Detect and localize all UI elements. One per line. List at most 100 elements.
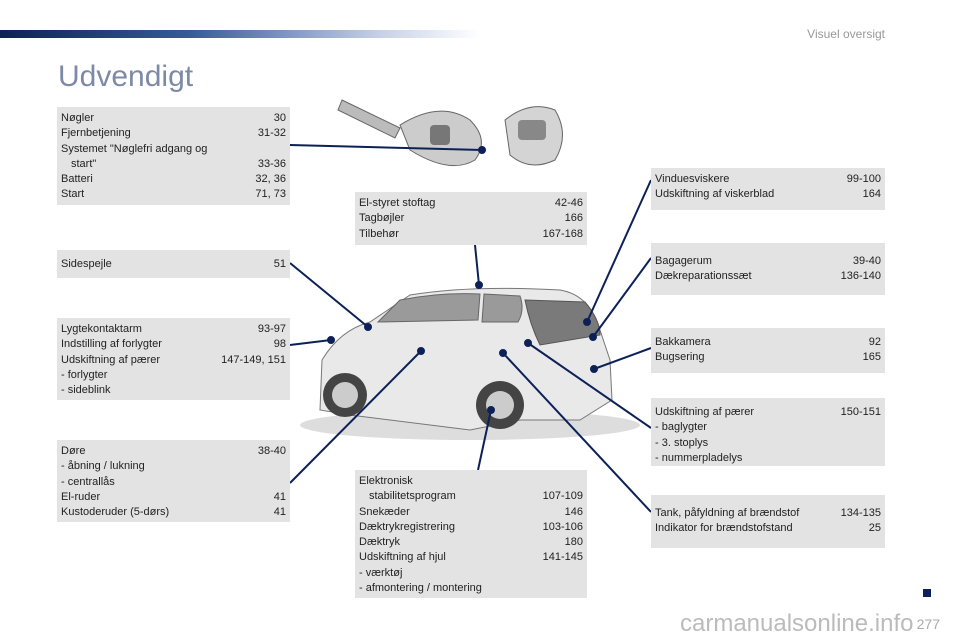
page-reference: 150-151 [840,406,881,418]
reference-row: - centrallås [61,475,286,490]
reference-row: Udskiftning af pærer 150-151 [655,405,881,420]
reference-row: - nummerpladelys [655,451,881,466]
topic-label: Fjernbetjening [61,127,131,140]
reference-row: - værktøj [359,566,583,581]
page-reference: 134-135 [840,507,881,519]
topic-label: Udskiftning af pærer [61,353,161,366]
page-reference: 99-100 [846,173,881,185]
topic-label: - sideblink [61,384,111,397]
reference-row: Kustoderuder (5-dørs) 41 [61,505,286,520]
page-reference: 42-46 [554,197,583,209]
topic-label: Bugsering [655,351,705,364]
topic-label: El-ruder [61,490,101,503]
reference-row: Tagbøjler 166 [359,211,583,226]
reference-row: - sideblink [61,383,286,398]
page-reference: 107-109 [542,490,583,503]
topic-label: Dæktryk [359,536,400,549]
page-reference: 25 [868,522,881,535]
reference-row: Indikator for brændstofstand 25 [655,521,881,536]
topic-label: Elektronisk [359,475,413,487]
topic-label: Dækreparationssæt [655,270,752,283]
page-reference: 38-40 [257,445,286,457]
watermark: carmanualsonline.info [680,610,914,637]
end-marker [923,589,931,597]
page-reference: 167-168 [542,227,583,240]
reference-row: - åbning / lukning [61,459,286,474]
topic-label: Bagagerum [655,255,712,267]
topic-label: Udskiftning af pærer [655,406,755,418]
reference-row: Dækreparationssæt 136-140 [655,269,881,284]
page-reference: 51 [273,258,286,270]
page-reference: 30 [273,112,286,124]
page-reference: 71, 73 [255,188,286,201]
page-title: Udvendigt [58,60,194,93]
topic-label: Indstilling af forlygter [61,338,162,351]
topic-label: Kustoderuder (5-dørs) [61,506,170,519]
topic-label: Lygtekontaktarm [61,323,142,335]
page-reference: 136-140 [840,270,881,283]
reference-row: - forlygter [61,368,286,383]
topic-label: Udskiftning af hjul [359,551,446,564]
page-reference: 103-106 [542,520,583,533]
topic-label: - centrallås [61,475,115,488]
topic-label: Sidespejle [61,258,112,270]
reference-row: start" 33-36 [61,157,286,172]
page-reference: 39-40 [852,255,881,267]
topic-label: Døre [61,445,86,457]
topic-label: start" [71,157,97,170]
topic-label: Udskiftning af viskerblad [655,188,775,201]
page-reference: 166 [564,212,583,225]
page-reference: 92 [868,336,881,348]
page-reference: 164 [862,188,881,201]
topic-label: - værktøj [359,566,403,579]
page-number: 277 [916,616,940,632]
reference-row: - afmontering / montering [359,581,583,596]
page-reference: 33-36 [257,157,286,170]
reference-row: Tank, påfyldning af brændstof 134-135 [655,506,881,521]
key-fob-illustration [337,99,563,167]
topic-label: - 3. stoplys [655,436,709,449]
topic-label: Tagbøjler [359,212,405,225]
reference-row: - 3. stoplys [655,436,881,451]
topic-label: Dæktrykregistrering [359,520,455,533]
reference-row: Bugsering 165 [655,350,881,365]
page-reference: 141-145 [542,551,583,564]
reference-row: Elektronisk [359,474,583,489]
topic-label: - forlygter [61,368,108,381]
topic-label: Snekæder [359,505,410,518]
reference-row: - baglygter [655,420,881,435]
page-reference: 41 [273,506,286,519]
header-bar [0,30,480,38]
reference-row: Sidespejle 51 [61,257,286,272]
topic-label: - åbning / lukning [61,460,145,473]
topic-label: Tank, påfyldning af brændstof [655,507,800,519]
car-illustration [300,287,640,440]
reference-row: Udskiftning af hjul 141-145 [359,550,583,565]
topic-label: Indikator for brændstofstand [655,522,793,535]
reference-row: Udskiftning af viskerblad 164 [655,187,881,202]
topic-label: Batteri [61,173,93,186]
page-reference: 165 [862,351,881,364]
section-title: Visuel oversigt [807,27,885,41]
